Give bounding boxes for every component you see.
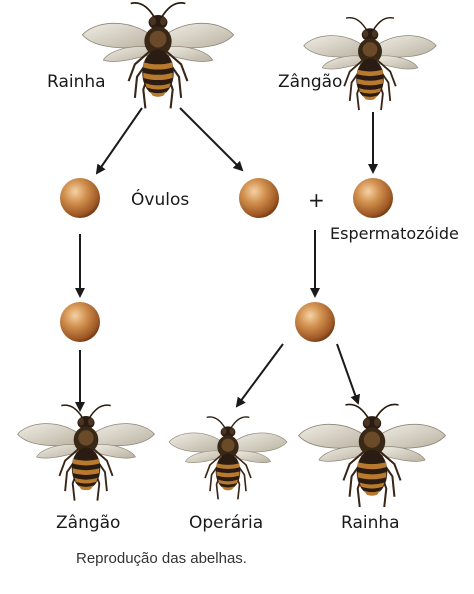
- fertilized-cell: [295, 302, 335, 342]
- label-plus: +: [308, 188, 325, 212]
- arrow-fertilized-to-queen: [336, 343, 361, 405]
- unfertilized-cell: [60, 302, 100, 342]
- label-drone-top: Zângão: [278, 72, 343, 92]
- arrow-queen-to-right-ovule: [179, 107, 244, 172]
- label-queen-top: Rainha: [47, 72, 106, 92]
- label-worker-bottom: Operária: [189, 513, 264, 533]
- queen-bottom-bee-icon: [297, 403, 447, 508]
- label-sperm: Espermatozóide: [330, 224, 459, 243]
- ovule-cell-right: [239, 178, 279, 218]
- label-drone-bottom: Zângão: [56, 513, 121, 533]
- ovule-cell-left: [60, 178, 100, 218]
- sperm-cell: [353, 178, 393, 218]
- label-ovules: Óvulos: [131, 190, 190, 210]
- arrow-queen-to-left-ovule: [95, 107, 143, 175]
- caption: Reprodução das abelhas.: [76, 550, 247, 567]
- drone-bottom-bee-icon: [16, 404, 156, 502]
- queen-top-bee-icon: [81, 1, 235, 110]
- label-queen-bottom: Rainha: [341, 513, 400, 533]
- arrow-fertilized-to-worker: [235, 343, 284, 408]
- drone-top-bee-icon: [302, 16, 438, 112]
- worker-bottom-bee-icon: [168, 416, 288, 501]
